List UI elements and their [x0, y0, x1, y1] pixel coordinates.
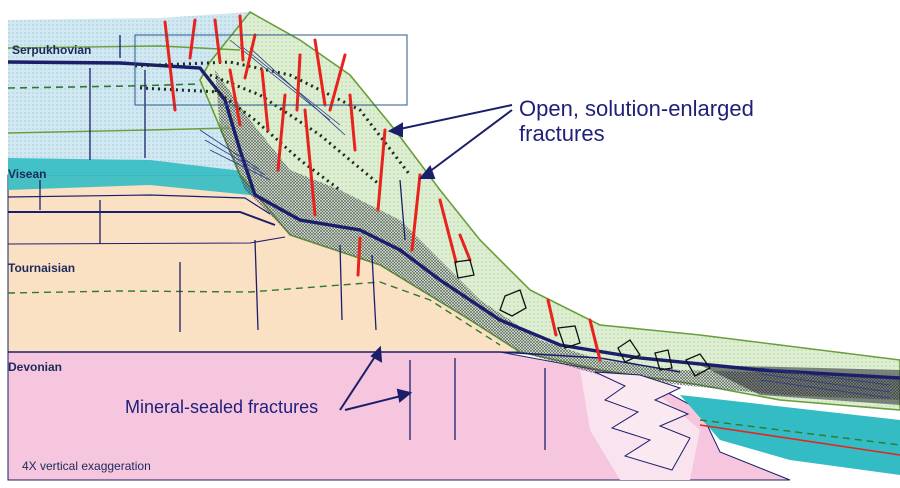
green-outline-mid — [7, 127, 231, 134]
label-serpukhovian: Serpukhovian — [12, 43, 92, 57]
open-callout-line1: Open, solution-enlarged — [519, 96, 754, 121]
label-visean: Visean — [8, 167, 47, 181]
green-outline-top — [7, 45, 241, 51]
clinoform-streaks — [199, 39, 891, 399]
open-callout-line2: fractures — [519, 121, 605, 147]
horizon-visean-1 — [8, 211, 276, 226]
open-fractures-callout: Open, solution-enlarged fractures — [519, 96, 754, 147]
horizon-visean-2 — [7, 194, 271, 215]
vertical-exaggeration-note: 4X vertical exaggeration — [22, 459, 151, 473]
horizon-right-red — [699, 424, 900, 456]
green-dashed-right — [699, 419, 900, 446]
callout-arrows — [339, 104, 513, 411]
teal-band-left — [8, 158, 320, 195]
sealed-fractures — [39, 35, 546, 450]
breccia-clasts — [454, 259, 711, 377]
green-dashed-upper — [7, 83, 201, 89]
teal-band-right — [680, 395, 900, 475]
inset-box — [134, 34, 408, 106]
devonian-vein — [594, 371, 691, 471]
horizon-serpukhovian-base — [7, 60, 900, 380]
horizon-tournaisian-top — [7, 236, 286, 245]
slope-dots — [200, 12, 900, 410]
open-fractures — [163, 14, 602, 362]
label-tournaisian: Tournaisian — [8, 261, 76, 275]
breccia-zone — [215, 70, 900, 400]
sealed-fractures-callout: Mineral-sealed fractures — [125, 397, 319, 417]
label-devonian: Devonian — [8, 360, 63, 374]
horizon-devonian-top — [8, 351, 681, 373]
